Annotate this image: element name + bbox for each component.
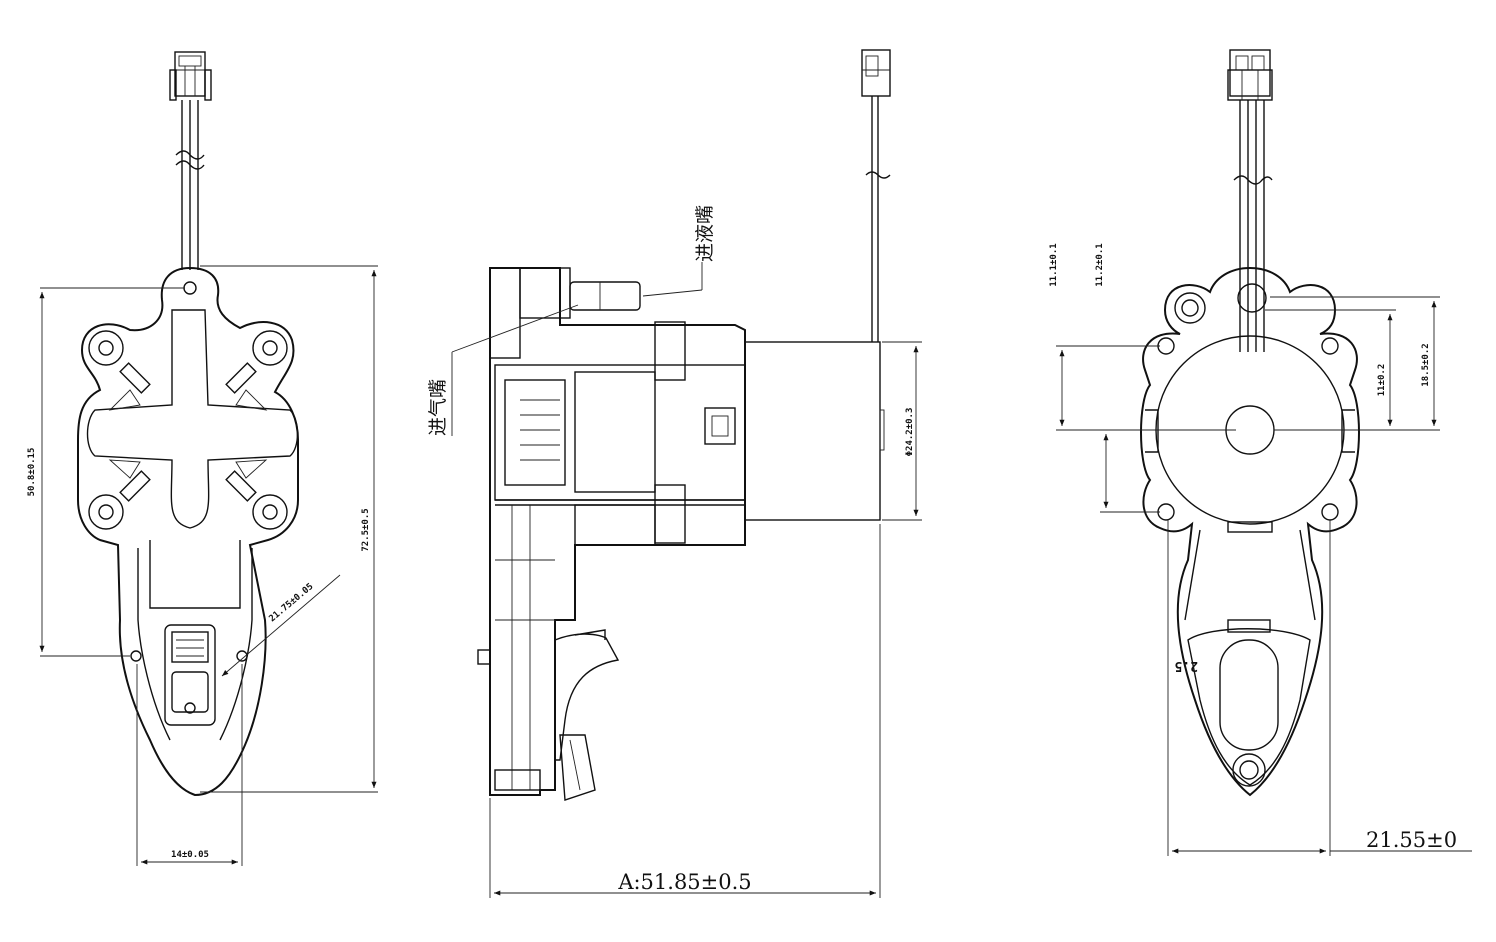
front-body-outline [77, 266, 299, 797]
dim-14-label: 14±0.05 [171, 850, 209, 860]
front-tabs [108, 362, 268, 502]
air-inlet-label: 进气嘴 [427, 379, 449, 436]
front-dim-height-total: 72.5±0.5 [200, 265, 378, 793]
front-dim-width: 14±0.05 [136, 664, 243, 866]
rear-view: 2.5 11.1±0.1 11.2±0.1 11±0.2 18.5±0.2 [1049, 49, 1472, 856]
front-cross [86, 309, 299, 529]
part-mark: 2.5 [1175, 658, 1198, 673]
side-motor [704, 341, 885, 521]
dim-21-55-label: 21.55±0 [1366, 828, 1457, 852]
front-wires [175, 100, 205, 270]
side-dim-length: A:51.85±0.5 [489, 524, 881, 898]
rear-dim-11: 11±0.2 [1265, 309, 1396, 431]
front-dim-height-inner: 50.8±0.15 [27, 287, 185, 657]
side-dim-diameter: Φ24.2±0.3 [882, 341, 922, 521]
dim-50-8-label: 50.8±0.15 [27, 448, 37, 497]
rear-dim-11-2: 11.2±0.1 [1095, 243, 1160, 513]
dim-72-5-label: 72.5±0.5 [361, 508, 371, 551]
dim-11-2-label: 11.2±0.1 [1095, 243, 1105, 286]
front-connector [169, 51, 212, 101]
dim-21-75-label: 21.75±0.05 [268, 582, 316, 624]
dim-18-5-label: 18.5±0.2 [1421, 343, 1431, 386]
rear-connector [1227, 49, 1273, 101]
dim-diameter-label: Φ24.2±0.3 [905, 408, 915, 457]
rear-dim-11-1: 11.1±0.1 [1049, 243, 1236, 431]
side-pump-body [477, 267, 746, 796]
rear-body-outline [1140, 266, 1360, 797]
dim-11-1-label: 11.1±0.1 [1049, 243, 1059, 286]
side-view: 进液嘴 进气嘴 Φ24.2±0.3 A:51.85±0.5 [427, 49, 922, 898]
front-view: 50.8±0.15 72.5±0.5 21.75±0.05 14±0.05 [27, 51, 378, 866]
rear-dim-18-5: 18.5±0.2 [1270, 296, 1440, 431]
dim-11-label: 11±0.2 [1377, 364, 1387, 397]
rear-dim-width: 21.55±0 [1167, 520, 1472, 856]
side-leaders [451, 262, 703, 436]
rear-wires [1233, 100, 1273, 352]
side-connector [861, 49, 891, 342]
side-outlet [554, 629, 620, 801]
dim-length-label: A:51.85±0.5 [617, 870, 751, 894]
liquid-inlet-label: 进液嘴 [694, 205, 716, 262]
